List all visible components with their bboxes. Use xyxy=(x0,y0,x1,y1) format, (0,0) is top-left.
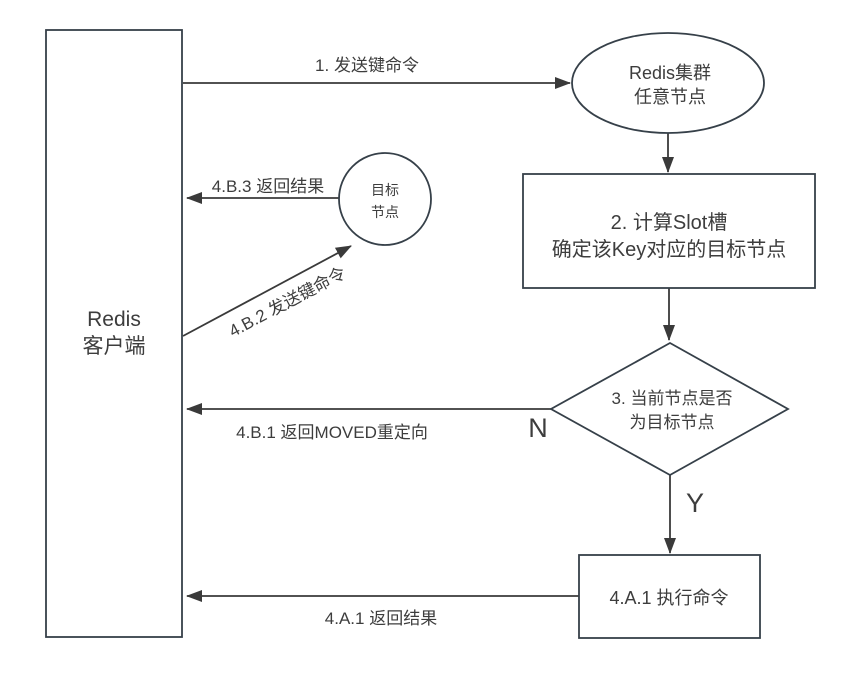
decision-label-line1: 3. 当前节点是否 xyxy=(612,389,733,408)
edge-label-send-key-command: 1. 发送键命令 xyxy=(315,56,419,75)
client-node-label-line2: 客户端 xyxy=(83,335,146,358)
decision-label-line2: 为目标节点 xyxy=(630,413,715,432)
compute-slot-label-line1: 2. 计算Slot槽 xyxy=(611,211,728,234)
target-node xyxy=(338,152,432,246)
cluster-any-node-label-line1: Redis集群 xyxy=(629,63,711,83)
branch-label-yes: Y xyxy=(686,488,704,518)
cluster-any-node-label-line2: 任意节点 xyxy=(634,87,706,107)
cluster-any-node xyxy=(571,32,765,134)
compute-slot-node xyxy=(522,173,816,289)
edge-label-return-result-b3: 4.B.3 返回结果 xyxy=(212,177,324,196)
edge-label-return-result-a1: 4.A.1 返回结果 xyxy=(325,609,437,628)
client-node-label-line1: Redis xyxy=(87,308,141,331)
target-node-label-line2: 节点 xyxy=(371,204,399,220)
compute-slot-label-line2: 确定该Key对应的目标节点 xyxy=(552,238,786,261)
edge-label-return-moved: 4.B.1 返回MOVED重定向 xyxy=(236,423,428,442)
decision-node xyxy=(549,341,790,477)
client-node xyxy=(45,29,183,638)
execute-command-node xyxy=(578,554,761,639)
branch-label-no: N xyxy=(528,413,548,443)
edge-send-key-command-b2 xyxy=(182,245,352,337)
target-node-label-line1: 目标 xyxy=(371,182,399,198)
execute-command-label: 4.A.1 执行命令 xyxy=(609,588,728,608)
